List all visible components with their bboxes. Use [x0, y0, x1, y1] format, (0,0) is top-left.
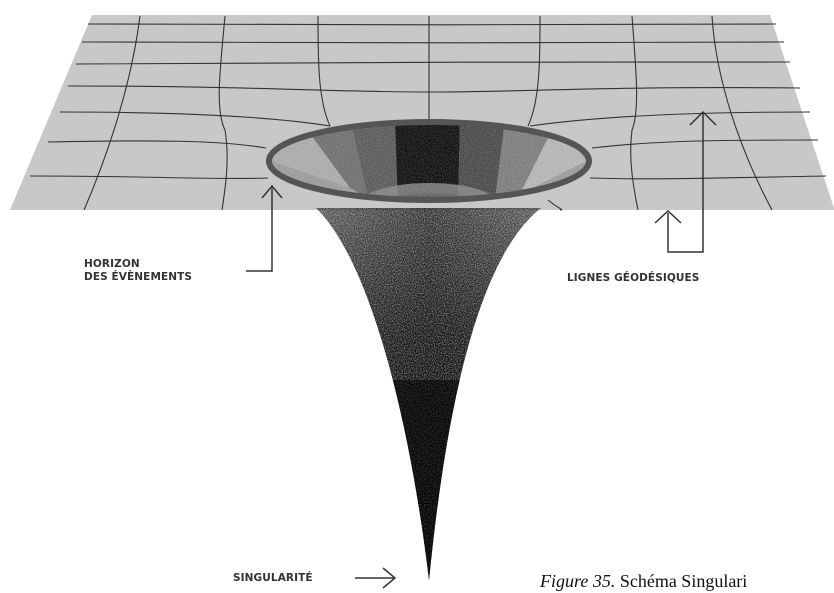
gravity-well-funnel: [316, 208, 541, 580]
figure-caption-text: Schéma Singulari: [619, 571, 748, 591]
event-horizon-rim: [266, 119, 592, 203]
horizon-label-line1: HORIZON: [84, 258, 140, 270]
singularity-label: SINGULARITÉ: [233, 572, 313, 584]
geodesic-arrows: [654, 110, 717, 253]
figure-caption: Figure 35. Schéma Singulari: [540, 571, 747, 592]
horizon-arrow: [246, 184, 283, 272]
horizon-label-line2: DES ÉVÈNEMENTS: [84, 271, 193, 283]
geodesic-grid: [29, 15, 827, 211]
event-horizon-opening: [266, 119, 592, 203]
figure-number: Figure 35.: [540, 571, 616, 591]
horizon-label: HORIZON DES ÉVÈNEMENTS: [84, 258, 192, 284]
singularity-arrow: [355, 567, 397, 589]
geodesic-lines-label: LIGNES GÉODÉSIQUES: [567, 272, 700, 284]
